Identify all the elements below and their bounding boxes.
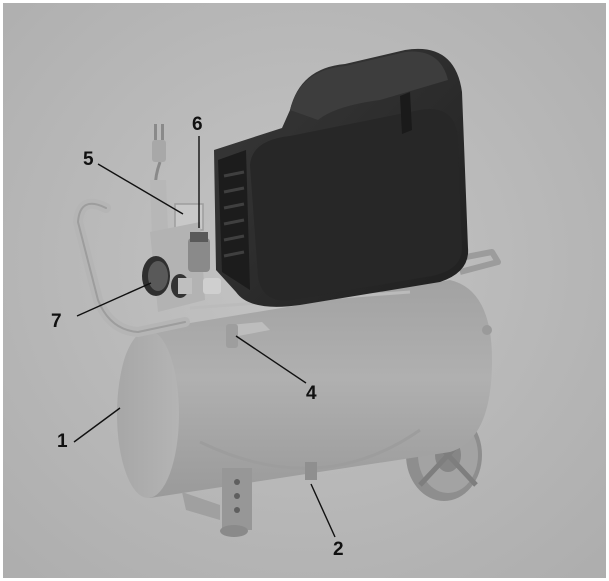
drain-valve	[305, 462, 317, 480]
leader-line-5	[97, 163, 184, 215]
callout-4: 4	[306, 383, 317, 404]
leader-line-7	[76, 282, 152, 317]
callout-7: 7	[51, 311, 62, 332]
tank	[117, 280, 492, 498]
callout-2: 2	[333, 539, 344, 560]
callout-1: 1	[57, 431, 68, 452]
leader-line-4	[235, 335, 307, 384]
callout-6: 6	[192, 114, 203, 135]
motor-cover	[214, 48, 469, 307]
pressure-regulator	[188, 232, 221, 294]
leader-lines	[73, 136, 336, 538]
leader-line-1	[73, 407, 121, 443]
callout-5: 5	[83, 149, 94, 170]
leader-line-2	[310, 483, 336, 538]
support-feet	[182, 468, 252, 537]
pressure-gauge	[142, 256, 192, 298]
